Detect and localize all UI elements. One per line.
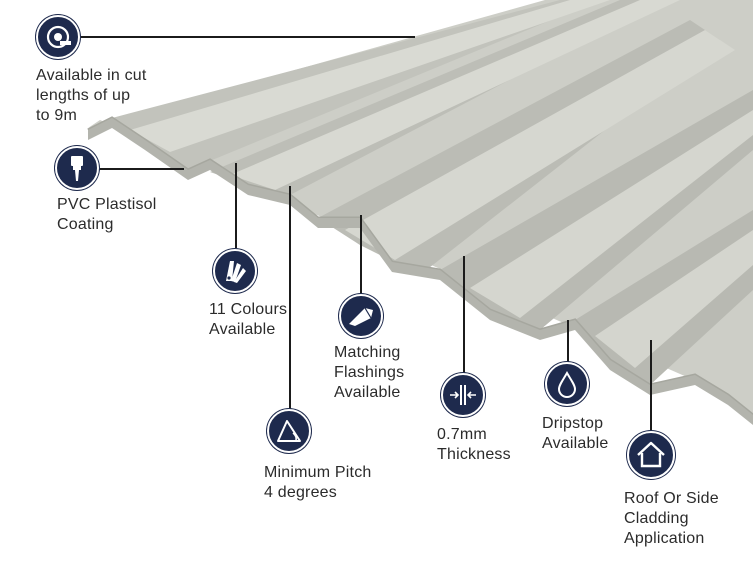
pitch-angle-icon: [267, 409, 311, 453]
leader-line-cut-lengths: [80, 36, 415, 38]
leader-line-flashings: [360, 215, 362, 295]
feature-label-dripstop: Dripstop Available: [542, 415, 609, 452]
leader-line-cladding: [650, 340, 652, 432]
paint-brush-icon: [55, 146, 99, 190]
leader-line-coating: [98, 168, 184, 170]
tape-measure-icon: [36, 15, 80, 59]
house-icon: [627, 431, 675, 479]
leader-line-thickness: [463, 256, 465, 374]
flashing-icon: [339, 294, 383, 338]
feature-label-cut-lengths: Available in cut lengths of up to 9m: [36, 67, 147, 124]
leader-line-colours: [235, 163, 237, 248]
feature-label-thickness: 0.7mm Thickness: [437, 426, 511, 463]
feature-label-flashings: Matching Flashings Available: [334, 344, 405, 401]
feature-label-cladding: Roof Or Side Cladding Application: [624, 490, 719, 547]
leader-line-pitch: [289, 186, 291, 411]
colour-swatch-icon: [213, 249, 257, 293]
thickness-icon: [441, 373, 485, 417]
feature-label-colours: 11 Colours Available: [209, 301, 288, 338]
feature-label-pitch: Minimum Pitch 4 degrees: [264, 464, 372, 501]
leader-line-dripstop: [567, 320, 569, 364]
water-drop-icon: [545, 362, 589, 406]
feature-label-coating: PVC Plastisol Coating: [57, 196, 157, 233]
